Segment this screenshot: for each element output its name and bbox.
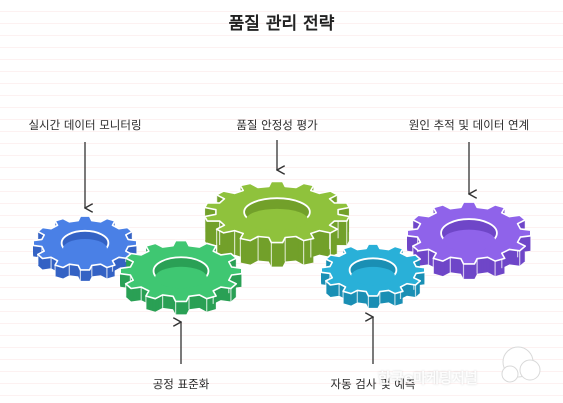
gear-root-cause-tracking [406,201,532,279]
watermark: 한국e마케팅저널 [378,371,478,387]
gear-auto-inspection [320,243,426,308]
gear-hole-floor [442,229,496,252]
label-quality-stability: 품질 안정성 평가 [236,118,318,132]
label-realtime-monitoring: 실시간 데이터 모니터링 [28,118,142,132]
gear-process-standardization [119,239,243,315]
gear-quality-stability [204,180,350,267]
watermark-logo-icon [501,346,541,383]
label-auto-inspection: 자동 검사 및 예측 [330,377,416,391]
page-title: 품질 관리 전략 [228,14,335,34]
gear-hole-floor [351,266,395,286]
label-process-standardization: 공정 표준화 [152,377,210,391]
gear-hole-floor [246,208,308,231]
label-root-cause-tracking: 원인 추적 및 데이터 연계 [408,118,530,132]
gear-hole-floor [155,266,207,289]
gear-hole-floor [63,239,107,258]
gear-realtime-monitoring [32,215,138,281]
